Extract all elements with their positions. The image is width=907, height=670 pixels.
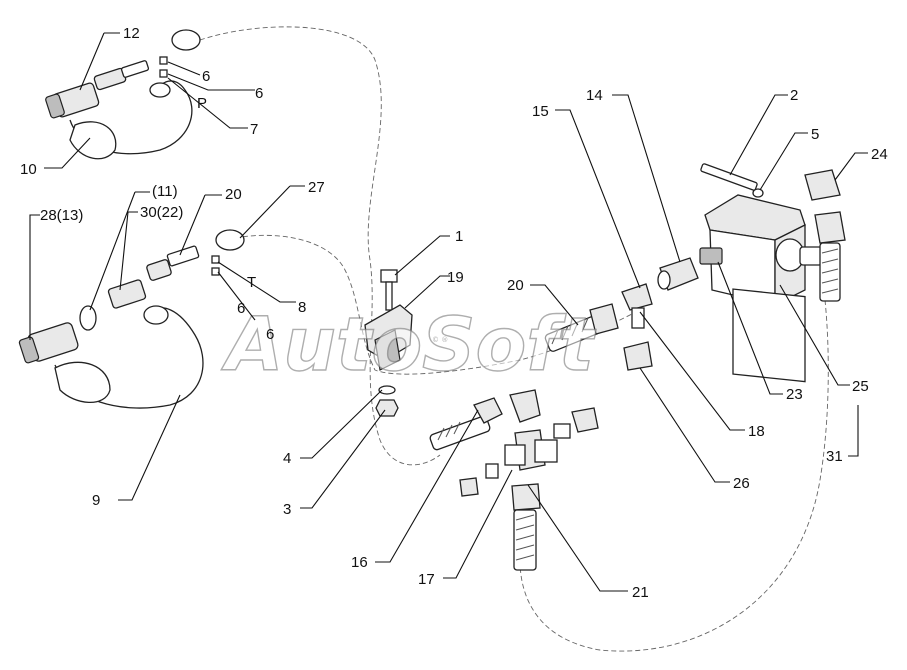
label-30: 30(22)	[140, 204, 183, 221]
label-16: 16	[351, 554, 368, 571]
label-28: 28(13)	[40, 207, 83, 224]
label-1: 1	[455, 228, 463, 245]
tee-fittings-16-17-21	[429, 389, 599, 571]
clip-6-lower-a	[211, 255, 220, 264]
bolt-2	[700, 163, 758, 191]
label-11: (11)	[152, 183, 178, 200]
washer-5	[752, 188, 764, 198]
label-31: 31	[826, 448, 843, 465]
label-9: 9	[92, 492, 100, 509]
label-14: 14	[586, 87, 603, 104]
bracket-24-hose-31	[804, 169, 846, 302]
quick-coupler-28	[18, 245, 200, 364]
dust-cap-strap-10	[69, 80, 193, 160]
part-labels: 12 6 6 P 7 10 (11) 20 27 28(13) 30(22) T…	[20, 25, 888, 601]
clip-6-upper-a	[159, 56, 168, 65]
label-18: 18	[748, 423, 765, 440]
label-24: 24	[871, 146, 888, 163]
label-6-c: 6	[237, 300, 245, 317]
leader-lines	[29, 32, 868, 592]
bolt-1-bracket-19	[364, 269, 413, 417]
label-21: 21	[632, 584, 649, 601]
label-26: 26	[733, 475, 750, 492]
label-12: 12	[123, 25, 140, 42]
label-T: T	[247, 274, 256, 291]
clip-6-upper-b	[159, 69, 168, 78]
label-7: 7	[250, 121, 258, 138]
label-20-a: 20	[225, 186, 242, 203]
label-P: P	[197, 95, 207, 112]
quick-coupler-12	[45, 60, 150, 119]
label-17: 17	[418, 571, 435, 588]
watermark: AutoSoft © ®	[220, 301, 597, 388]
label-19: 19	[447, 269, 464, 286]
hose-20-and-fittings	[544, 257, 699, 371]
label-15: 15	[532, 103, 549, 120]
label-6-d: 6	[266, 326, 274, 343]
label-3: 3	[283, 501, 291, 518]
label-4: 4	[283, 450, 291, 467]
svg-text:AutoSoft: AutoSoft	[221, 302, 596, 388]
dust-cap-strap-9	[54, 305, 204, 409]
label-5: 5	[811, 126, 819, 143]
o-ring-top	[171, 29, 201, 51]
label-27: 27	[308, 179, 325, 196]
label-10: 10	[20, 161, 37, 178]
clip-6-lower-b	[211, 267, 220, 276]
pump-block-23-25	[699, 194, 823, 383]
label-6-a: 6	[202, 68, 210, 85]
label-23: 23	[786, 386, 803, 403]
svg-text:© ®: © ®	[432, 336, 448, 344]
o-ring-lower	[215, 229, 245, 251]
label-20-b: 20	[507, 277, 524, 294]
label-2: 2	[790, 87, 798, 104]
label-6-b: 6	[255, 85, 263, 102]
label-25: 25	[852, 378, 869, 395]
label-8: 8	[298, 299, 306, 316]
